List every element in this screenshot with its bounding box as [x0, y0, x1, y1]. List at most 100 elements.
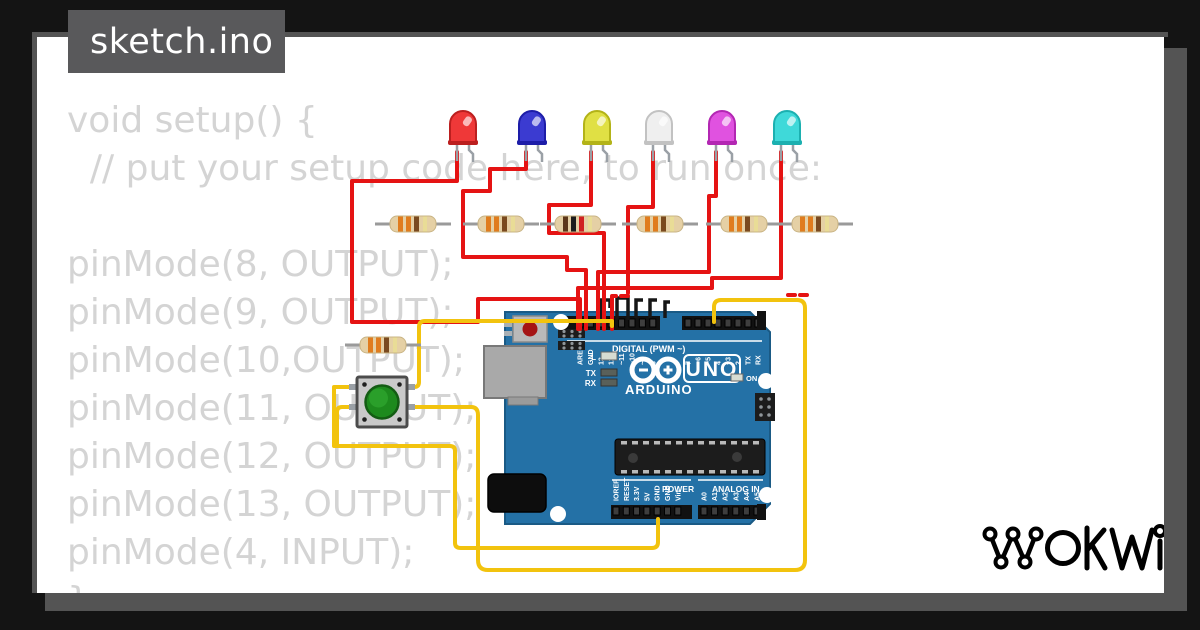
pin-socket[interactable] — [704, 318, 712, 328]
red-wire[interactable] — [547, 150, 606, 331]
yellow-wire[interactable] — [332, 385, 660, 550]
red-wire[interactable] — [576, 150, 783, 331]
led-tx-label: TX — [586, 369, 597, 378]
pin-socket[interactable] — [643, 506, 651, 516]
pin-socket[interactable] — [622, 506, 630, 516]
pin-label: ~3 — [726, 357, 733, 365]
pin-socket[interactable] — [618, 318, 626, 328]
yellow-led[interactable] — [582, 110, 612, 162]
frame-bottom-edge — [45, 593, 1187, 611]
button-screw — [362, 382, 367, 387]
header-pin-sockets[interactable] — [576, 318, 762, 516]
led-l-label: L — [591, 353, 596, 362]
led-highlight — [596, 116, 606, 127]
red-wire[interactable] — [610, 294, 630, 303]
pin-label: GND — [655, 485, 662, 501]
leds[interactable] — [448, 110, 802, 162]
pin-socket[interactable] — [664, 506, 671, 516]
yellow-wire[interactable] — [335, 405, 359, 448]
wokwi-logo — [982, 524, 1167, 571]
on-led — [730, 373, 744, 382]
button-screw — [397, 417, 402, 422]
pin-label: TX — [746, 356, 753, 365]
resistor[interactable] — [463, 215, 539, 233]
resistor-band — [588, 216, 592, 232]
pin-socket[interactable] — [649, 318, 657, 328]
red-wire[interactable] — [461, 150, 588, 331]
pin-label: A5 — [755, 492, 762, 501]
pin-socket[interactable] — [742, 506, 750, 516]
pin-label: 12 — [609, 357, 616, 365]
pin-socket[interactable] — [633, 506, 641, 516]
pin-socket[interactable] — [694, 318, 702, 328]
cyan-led[interactable] — [772, 110, 802, 162]
sketch-tab[interactable]: sketch.ino — [68, 10, 285, 73]
red-led[interactable] — [448, 110, 478, 162]
resistor[interactable] — [540, 215, 616, 233]
code-line: pinMode(4, INPUT); — [67, 532, 415, 573]
resistor-band — [511, 216, 515, 232]
resistors[interactable] — [345, 215, 853, 354]
led-rx — [600, 378, 618, 387]
pin-socket[interactable] — [674, 506, 682, 516]
reset-button-cap[interactable] — [522, 321, 538, 337]
pin-socket[interactable] — [684, 318, 692, 328]
pin-label: A4 — [744, 492, 751, 501]
resistor[interactable] — [345, 336, 421, 354]
pin-socket[interactable] — [721, 506, 729, 516]
pin-label: A1 — [712, 492, 719, 501]
pin-label: 5V — [644, 492, 651, 501]
blue-led[interactable] — [517, 110, 547, 162]
pin-socket[interactable] — [628, 318, 636, 328]
led-dome — [708, 110, 736, 143]
yellow-wire[interactable] — [409, 319, 614, 389]
wires[interactable] — [332, 150, 814, 572]
pin-socket[interactable] — [724, 318, 732, 328]
analog-label: ANALOG IN — [712, 484, 760, 494]
resistor-band — [398, 216, 403, 232]
mounting-hole — [758, 373, 774, 389]
uno-label: UNO — [686, 358, 739, 381]
resistor[interactable] — [777, 215, 853, 233]
pin-label: A0 — [702, 492, 709, 501]
pin-label: RX — [756, 355, 763, 365]
arduino-infinity-logo — [629, 356, 682, 384]
magenta-led[interactable] — [707, 110, 737, 162]
resistor-band — [661, 216, 666, 232]
resistor[interactable] — [375, 215, 451, 233]
resistor-band — [368, 337, 373, 353]
arduino-label: ARDUINO — [625, 382, 693, 397]
red-wire[interactable] — [596, 150, 718, 331]
pin-socket[interactable] — [700, 506, 708, 516]
button-cap-highlight — [369, 388, 388, 408]
red-wire[interactable] — [350, 150, 582, 331]
pin-socket[interactable] — [734, 318, 742, 328]
pin-label: 3.3V — [634, 486, 641, 501]
yellow-wire[interactable] — [409, 298, 807, 572]
resistor-band — [645, 216, 650, 232]
usb-tab — [507, 396, 539, 406]
side-header — [757, 311, 766, 330]
resistor-band — [579, 216, 584, 232]
pin-socket[interactable] — [653, 506, 661, 516]
code-line: } — [67, 580, 90, 593]
pushbutton[interactable] — [349, 375, 415, 429]
pin-socket[interactable] — [744, 318, 752, 328]
led-dome — [518, 110, 546, 143]
power-header[interactable] — [611, 505, 692, 519]
pin-socket[interactable] — [612, 506, 620, 516]
pin-label: 4 — [716, 361, 723, 365]
pin-socket[interactable] — [638, 318, 646, 328]
red-wire[interactable] — [626, 150, 655, 295]
resistor-band — [563, 216, 568, 232]
digital-label: DIGITAL (PWM ~) — [612, 344, 685, 354]
power-jack — [487, 473, 547, 513]
pin-label: 13 — [598, 357, 605, 365]
pin-socket[interactable] — [711, 506, 719, 516]
resistor[interactable] — [706, 215, 782, 233]
resistor[interactable] — [622, 215, 698, 233]
pin-socket[interactable] — [732, 506, 740, 516]
digital-header-right[interactable] — [682, 316, 765, 330]
white-led[interactable] — [644, 110, 674, 162]
